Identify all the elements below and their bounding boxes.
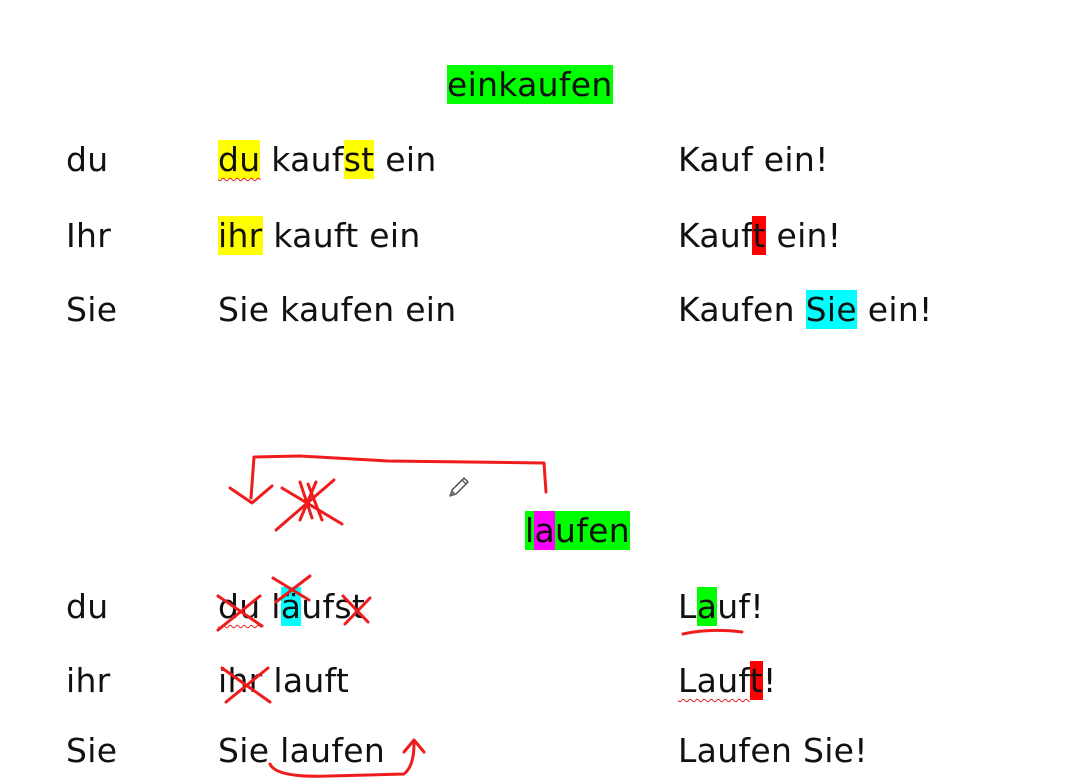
imp-stem: Lauf (678, 661, 750, 700)
title-highlight: einkaufen (447, 65, 613, 104)
vowel-highlight: a (696, 587, 718, 626)
underline-lauf (681, 628, 744, 636)
bracket-arrow (249, 454, 548, 500)
s2-row1-conjugation: du läufst (218, 584, 365, 630)
title-vowel-highlight: a (534, 511, 555, 550)
imp-rest: ein! (765, 216, 842, 255)
imp-rest: uf! (717, 587, 764, 626)
s2-row1-imperative: Lauf! (678, 584, 764, 630)
section2-title: laufen (525, 508, 630, 554)
ending-highlight: t (752, 216, 766, 255)
verb-end: ufst (301, 587, 366, 626)
s2-row2-imperative: Lauft! (678, 658, 777, 704)
ending-highlight: st (343, 140, 375, 179)
pronoun-highlight: ihr (218, 216, 263, 255)
s2-row3-conjugation: Sie laufen (218, 731, 386, 770)
s1-row2-pronoun: Ihr (66, 216, 112, 255)
prefix: ein (374, 140, 437, 179)
pencil-icon (446, 474, 472, 500)
title-l: l (525, 511, 535, 550)
imp-stem: Kauf (678, 216, 753, 255)
s1-row3-imperative: Kaufen Sie ein! (678, 287, 933, 333)
arrowhead-up (402, 738, 426, 754)
arrowhead-left (228, 484, 274, 505)
pronoun: du (218, 587, 261, 626)
imp-rest: ein! (856, 290, 933, 329)
imp-stem: Kaufen (678, 290, 806, 329)
s1-row3-pronoun: Sie (66, 290, 118, 329)
scribble-mark (274, 478, 344, 532)
umlaut-highlight: ä (280, 587, 302, 626)
verb-stem: kauf (260, 140, 344, 179)
verb-start: l (260, 587, 281, 626)
s1-row2-imperative: Kauft ein! (678, 213, 841, 259)
s1-row1-pronoun: du (66, 140, 109, 179)
s1-row2-conjugation: ihr kauft ein (218, 213, 421, 259)
title-rest: ufen (555, 511, 630, 550)
pronoun-highlight: Sie (805, 290, 857, 329)
s2-row3-pronoun: Sie (66, 731, 118, 770)
s1-row1-conjugation: du kaufst ein (218, 137, 437, 183)
verb-rest: kauft ein (262, 216, 421, 255)
imp-l: L (678, 587, 697, 626)
ending-highlight: t (749, 661, 764, 700)
s2-row3-imperative: Laufen Sie! (678, 731, 868, 770)
s2-row2-pronoun: ihr (66, 661, 111, 700)
s1-row1-imperative: Kauf ein! (678, 140, 829, 179)
verb: lauft (262, 661, 350, 700)
s1-row3-conjugation: Sie kaufen ein (218, 290, 457, 329)
pronoun: ihr (218, 661, 263, 700)
s2-row1-pronoun: du (66, 587, 109, 626)
s2-row2-conjugation: ihr lauft (218, 658, 349, 704)
pronoun-highlight: du (218, 140, 261, 179)
section1-title: einkaufen (447, 62, 613, 108)
imp-rest: ! (763, 661, 777, 700)
